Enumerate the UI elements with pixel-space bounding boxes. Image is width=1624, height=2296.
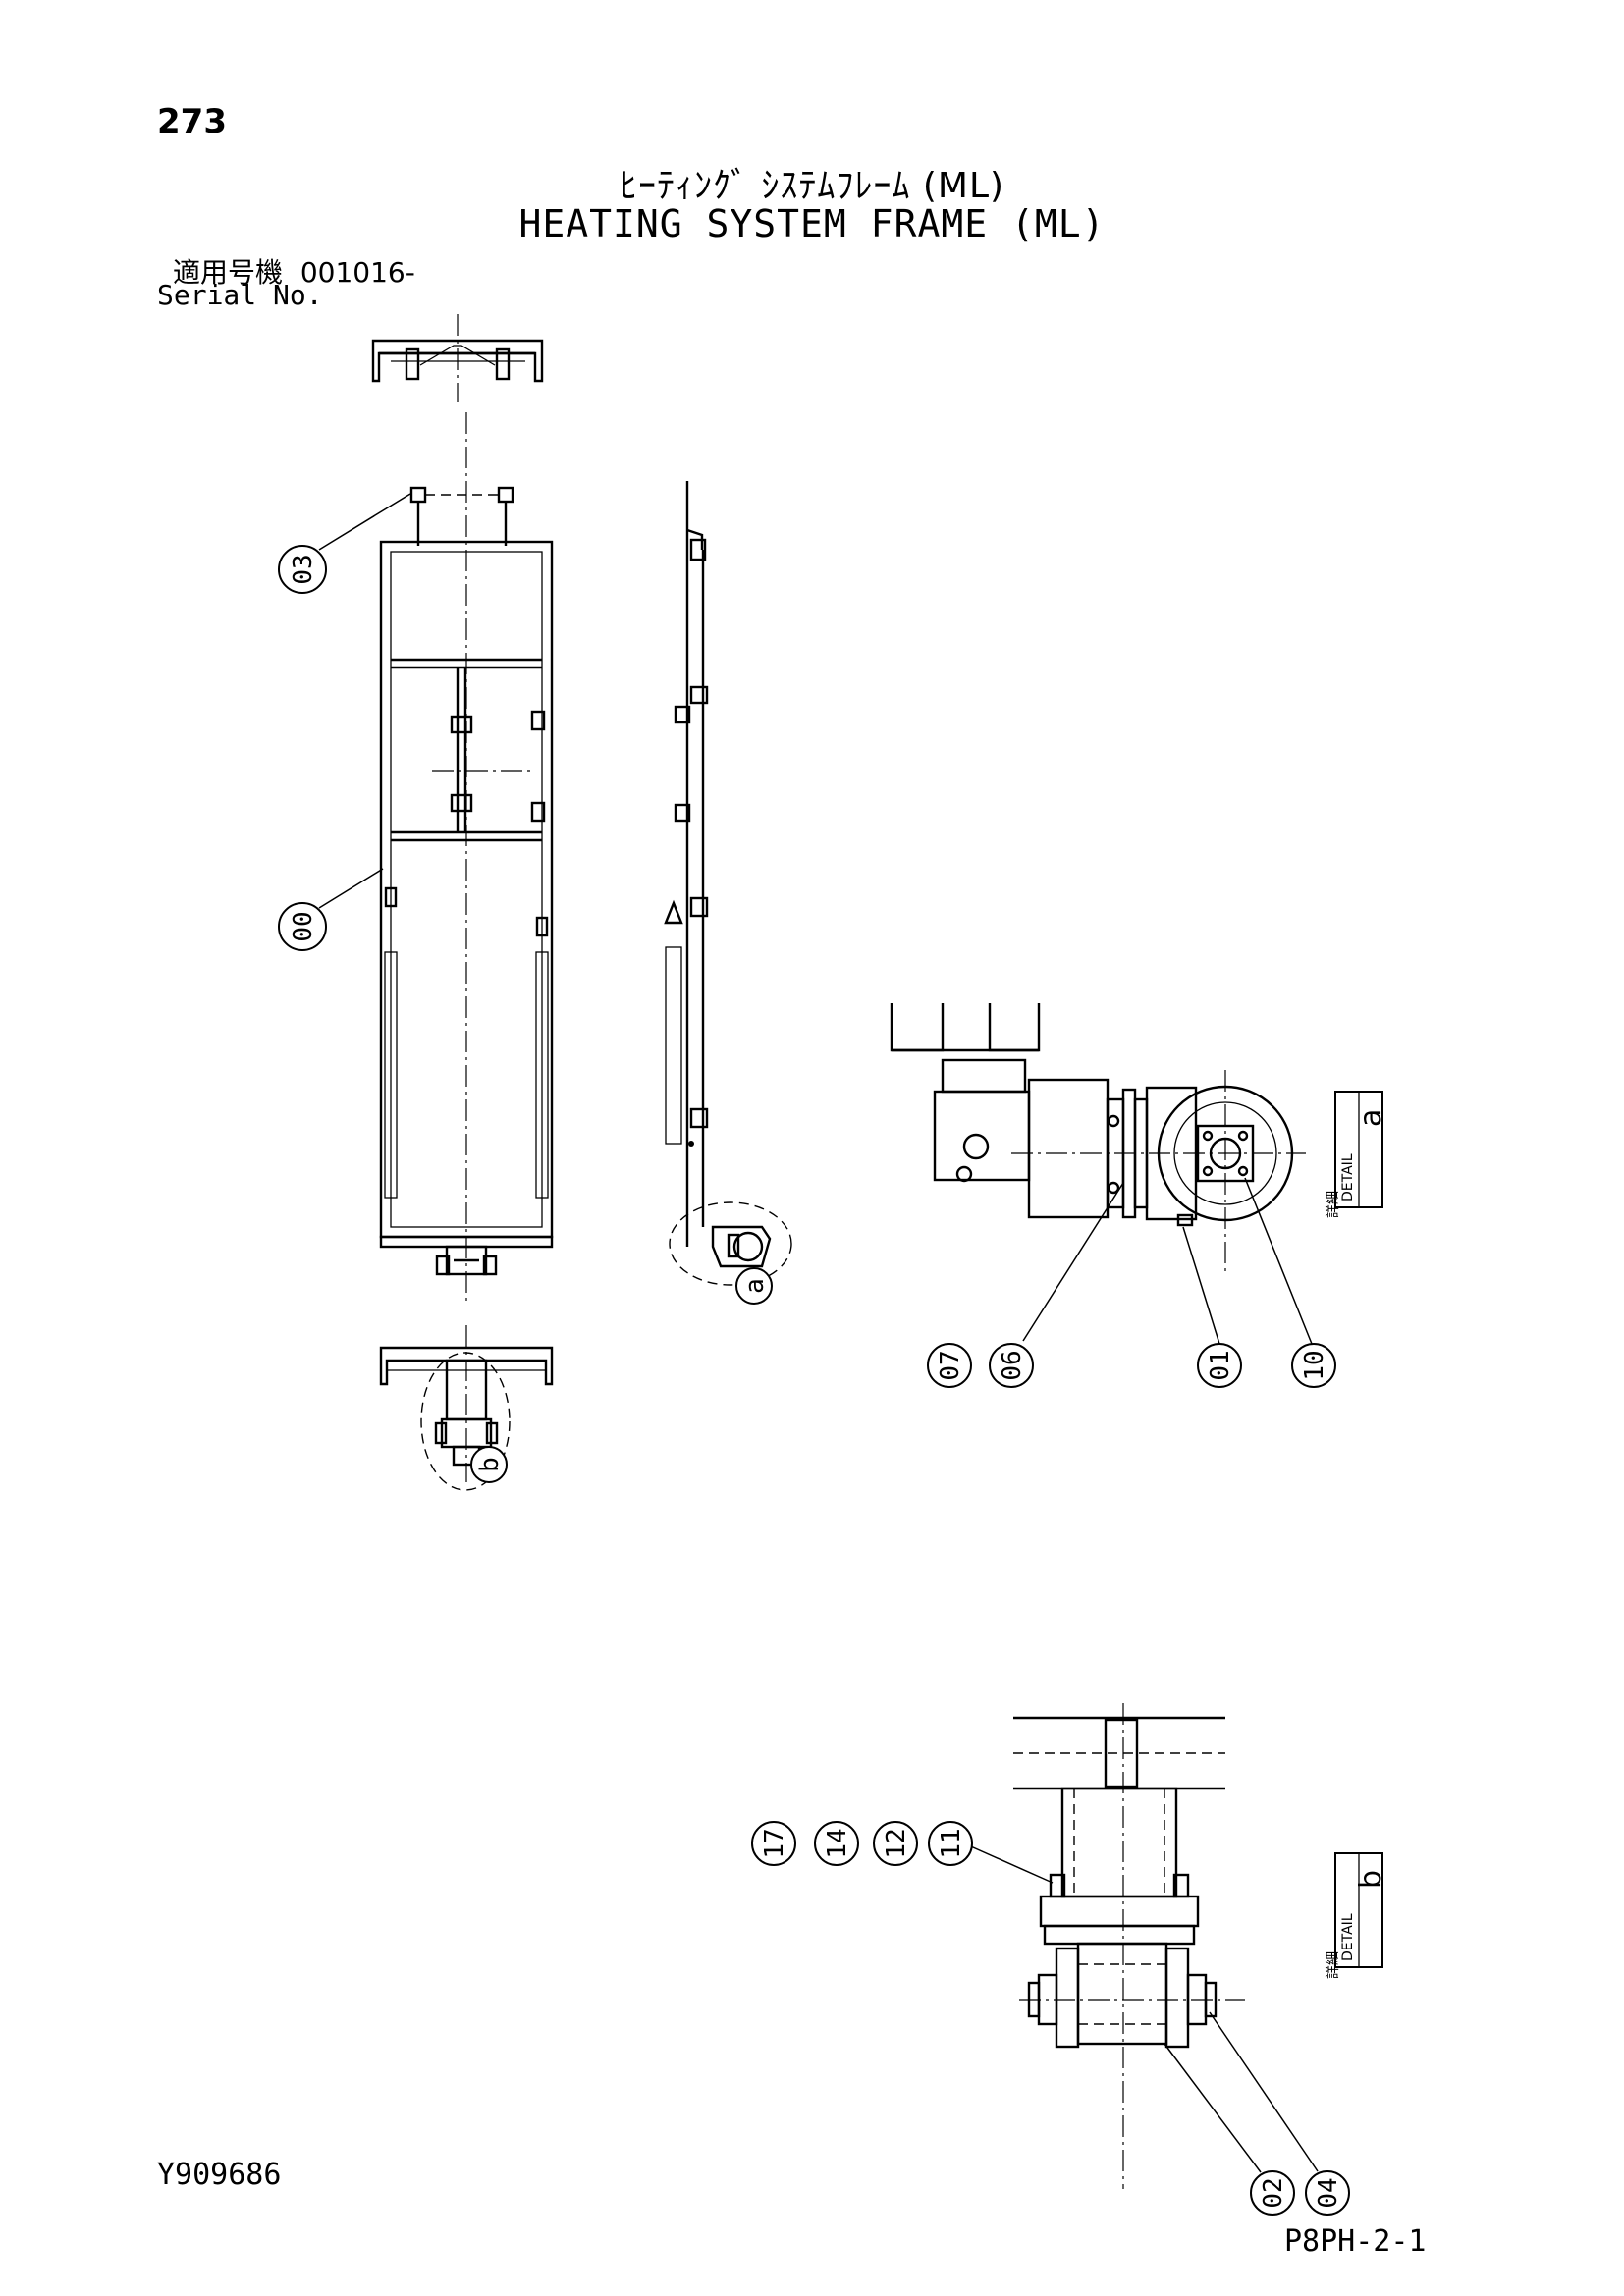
callout-label-07: 07	[936, 1350, 965, 1380]
detail-b-label-en: DETAIL	[1340, 1913, 1356, 1961]
callout-label-03: 03	[289, 554, 318, 584]
serial-label-english: Serial No.	[157, 279, 323, 311]
callout-label-17: 17	[760, 1828, 789, 1858]
detail-a-label-en: DETAIL	[1340, 1153, 1356, 1201]
serial-label-jp-text: 適用号機	[173, 256, 284, 289]
page-number: 273	[157, 102, 227, 141]
bottom-view-detail-b-callout: b	[470, 1446, 508, 1483]
callout-label-01: 01	[1206, 1350, 1235, 1380]
callout-label-11: 11	[937, 1828, 966, 1858]
title-english: HEATING SYSTEM FRAME (ML)	[518, 202, 1106, 245]
side-view-detail-a-callout: a	[735, 1267, 773, 1305]
page-code: P8PH-2-1	[1284, 2224, 1427, 2259]
detail-a-label-box: DETAIL 詳細 a	[1326, 1091, 1388, 1218]
serial-value: 001016-	[299, 256, 415, 289]
detail-b-label-jp: 詳細	[1326, 1951, 1341, 1979]
main-front-view	[379, 412, 554, 1306]
detail-a-callouts: 07 06 01 10	[927, 1177, 1336, 1388]
detail-b-callouts: 17 14 12 11 02 04	[751, 1821, 1350, 2216]
side-view	[664, 481, 792, 1286]
callout-label-04: 04	[1314, 2177, 1343, 2208]
detail-a-label-jp: 詳細	[1326, 1191, 1341, 1218]
callout-label-b: b	[475, 1457, 505, 1472]
detail-b-drawing	[1013, 1703, 1245, 2189]
detail-a-drawing	[890, 1003, 1306, 1276]
title-japanese: ﾋｰﾃｨﾝｸﾞ ｼｽﾃﾑﾌﾚｰﾑ (ML)	[619, 166, 1005, 206]
callout-label-02: 02	[1259, 2177, 1288, 2208]
detail-a-letter: a	[1354, 1109, 1388, 1127]
serial-label-japanese: 適用号機 001016-	[173, 251, 415, 291]
callout-label-00: 00	[289, 911, 318, 941]
callout-label-a: a	[740, 1278, 770, 1294]
detail-b-letter: b	[1354, 1870, 1388, 1889]
document-id: Y909686	[157, 2158, 282, 2192]
callout-label-10: 10	[1300, 1350, 1329, 1380]
top-end-view	[371, 314, 544, 402]
bottom-end-view	[379, 1325, 554, 1491]
callout-label-12: 12	[882, 1828, 911, 1858]
main-view-callouts: 03 00	[278, 493, 411, 951]
callout-label-06: 06	[998, 1350, 1027, 1380]
callout-label-14: 14	[823, 1828, 852, 1858]
detail-b-label-box: DETAIL 詳細 b	[1326, 1852, 1388, 1979]
